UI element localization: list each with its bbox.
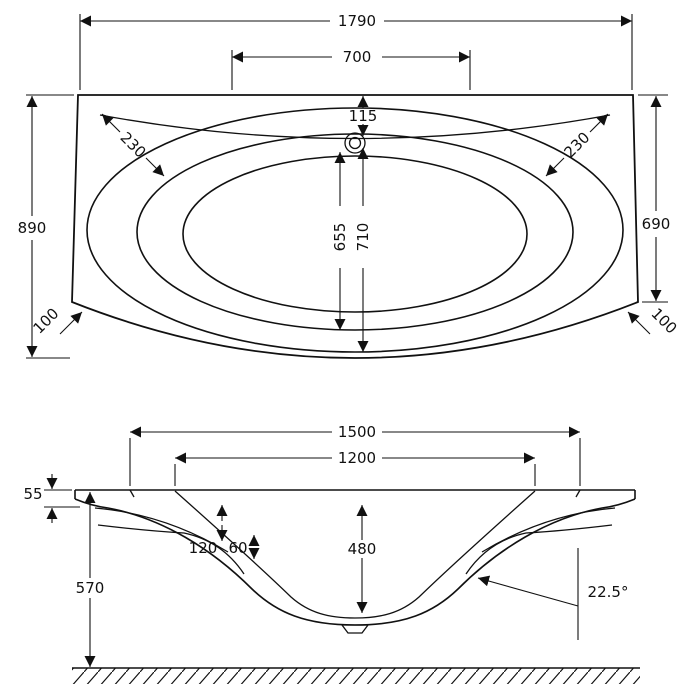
dim-basin-depth: 480 [348,505,377,613]
basin-inner-surface [174,490,536,619]
dim-step-depth: 120 [189,505,228,557]
dim-side-width: 690 [638,94,671,303]
dim-overall-length-label: 1790 [338,12,376,30]
dim-wall-angle-label: 22.5° [588,583,629,601]
dim-overall-width-label: 890 [18,219,47,237]
dim-side-width-label: 690 [642,215,671,233]
shell-outer [74,498,636,626]
dim-rim-height-label: 55 [23,485,42,503]
contour-right-upper [481,507,616,553]
dim-rim-height: 55 [23,474,80,523]
drain-bump [340,624,370,634]
rim-left-lip [129,489,135,498]
ground-hatching [72,668,640,684]
dim-basin-len-outer-label: 710 [354,223,372,252]
overflow-outer-circle [344,132,366,154]
deck-curve [99,114,611,140]
overflow-inner-circle [348,136,362,150]
contour-left-lower [97,524,245,575]
dim-total-height-label: 570 [76,579,105,597]
dim-corner-right: 100 [627,305,681,338]
dim-inner-top-width-label: 700 [343,48,372,66]
contour-right-lower [465,524,613,575]
dim-rim-span: 1500 [129,423,581,486]
dim-step-width: 60 [228,535,260,559]
rim-right-lip [575,489,581,498]
dim-basin-len-outer: 710 [354,148,372,352]
dim-basin-depth-label: 480 [348,540,377,558]
tub-outline [71,94,639,359]
dim-wall-angle: 22.5° [477,548,629,640]
dim-inner-top-width: 700 [231,48,471,90]
dim-inner-span: 1200 [174,449,536,486]
dim-step-depth-label: 120 [189,539,218,557]
rim-ellipse-middle [136,133,574,331]
dim-deck-offset: 115 [349,96,378,136]
rim-ellipse-outer [86,107,624,353]
dim-basin-len-inner: 655 [331,152,349,330]
dim-basin-len-inner-label: 655 [331,223,349,252]
dim-inner-span-label: 1200 [338,449,376,467]
dim-step-width-label: 60 [228,539,247,557]
dim-corner-left-label: 100 [30,305,63,338]
dim-corner-left: 100 [30,305,83,338]
dim-deck-offset-label: 115 [349,107,378,125]
dim-overall-width: 890 [18,94,74,359]
dim-rim-span-label: 1500 [338,423,376,441]
dim-corner-right-label: 100 [648,305,681,338]
basin-ellipse-inner [182,155,528,313]
dim-overall-length: 1790 [79,12,633,90]
top-view: 1790 700 115 230 230 [18,12,681,359]
dim-total-height: 570 [76,492,105,667]
section-view: 1500 1200 55 120 60 [23,423,640,684]
